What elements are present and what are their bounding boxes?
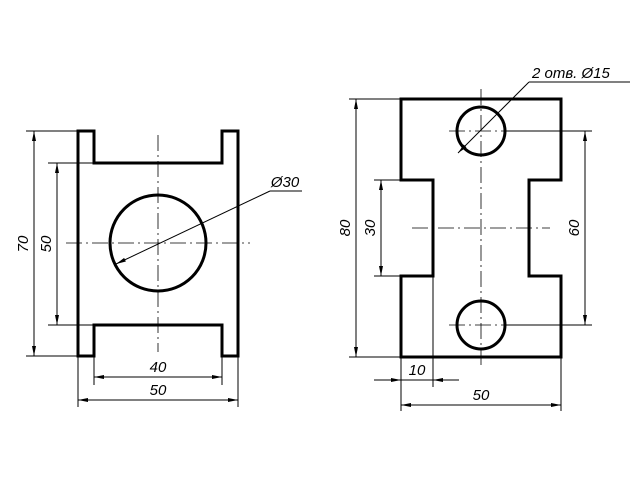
left-dim-text-diameter: Ø30 xyxy=(270,174,300,191)
right-dim-text-60: 60 xyxy=(566,219,583,236)
right-dim-text-50: 50 xyxy=(473,387,490,404)
left-dim-text-50-horizontal: 50 xyxy=(150,382,167,399)
left-diameter-leader xyxy=(115,190,271,265)
right-dim-arrow-10-right xyxy=(433,378,443,382)
right-dim-text-80: 80 xyxy=(337,219,354,236)
right-dim-text-30: 30 xyxy=(362,219,379,236)
left-dim-text-50-vertical: 50 xyxy=(38,235,55,252)
right-holes-leader xyxy=(457,81,530,154)
right-dim-arrow-10-left xyxy=(391,378,401,382)
right-view: 2 отв. Ø15 80 30 60 10 50 xyxy=(337,65,630,411)
left-dim-text-40: 40 xyxy=(150,359,167,376)
left-view: 70 50 40 50 Ø30 xyxy=(15,129,302,407)
right-dim-text-holes: 2 отв. Ø15 xyxy=(531,65,611,82)
right-dim-text-10: 10 xyxy=(409,362,426,379)
left-dim-text-70: 70 xyxy=(15,235,32,252)
